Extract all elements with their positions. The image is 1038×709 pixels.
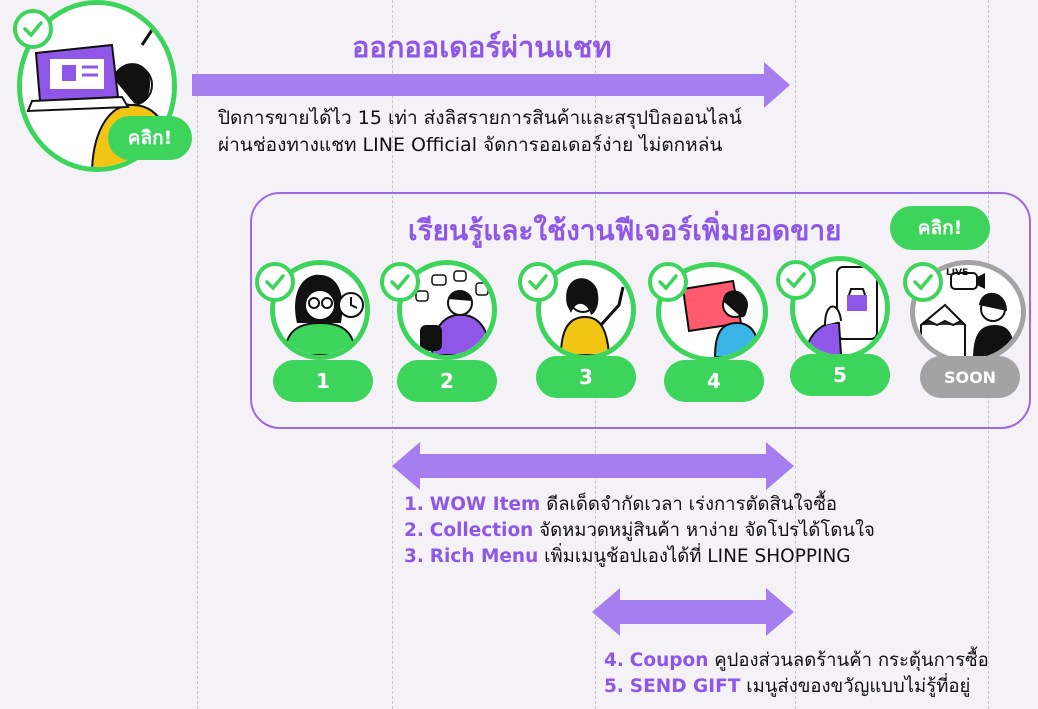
feature-name: Collection (429, 520, 534, 541)
live-badge: LIVE (946, 268, 969, 278)
description-line: ผ่านช่องทางแชท LINE Official จัดการออเดอ… (218, 134, 723, 156)
guide-line (197, 0, 198, 709)
check-icon (518, 262, 558, 302)
features-panel (250, 192, 1031, 429)
check-icon (380, 262, 420, 302)
section-title: ออกออเดอร์ผ่านแชท (352, 30, 612, 64)
features-click-button[interactable]: คลิก! (890, 206, 990, 250)
feature-list-a: 1. WOW Item ดีลเด็ดจำกัดเวลา เร่งการตัดส… (404, 492, 875, 570)
feature-5-illustration[interactable] (790, 256, 890, 360)
list-item: 4. Coupon คูปองส่วนลดร้านค้า กระตุ้นการซ… (604, 650, 989, 671)
click-button[interactable]: คลิก! (108, 116, 192, 160)
check-icon (13, 9, 53, 49)
check-icon (255, 262, 295, 302)
list-item: 2. Collection จัดหมวดหมู่สินค้า หาง่าย จ… (404, 520, 875, 541)
check-icon (776, 260, 816, 300)
feature-name: SEND GIFT (629, 676, 741, 697)
list-item: 1. WOW Item ดีลเด็ดจำกัดเวลา เร่งการตัดส… (404, 494, 838, 515)
check-icon (648, 262, 688, 302)
check-icon (903, 262, 943, 302)
double-arrow-icon (592, 588, 794, 636)
feature-4-button[interactable]: 4 (664, 360, 764, 402)
feature-2-button[interactable]: 2 (397, 360, 497, 402)
features-title: เรียนรู้และใช้งานฟีเจอร์เพิ่มยอดขาย (408, 214, 842, 247)
feature-4-illustration[interactable] (656, 262, 768, 362)
double-arrow-icon (392, 442, 794, 490)
feature-1-illustration[interactable] (270, 260, 370, 360)
feature-name: Coupon (629, 650, 709, 671)
guide-line (795, 0, 796, 709)
soon-button[interactable]: SOON (920, 356, 1020, 398)
list-item: 5. SEND GIFT เมนูส่งของขวัญแบบไม่รู้ที่อ… (604, 676, 971, 697)
arrow-right-icon (192, 62, 790, 108)
list-item: 3. Rich Menu เพิ่มเมนูช้อปเองได้ที่ LINE… (404, 546, 851, 567)
feature-list-b: 4. Coupon คูปองส่วนลดร้านค้า กระตุ้นการซ… (604, 648, 989, 700)
feature-name: WOW Item (429, 494, 541, 515)
feature-5-button[interactable]: 5 (790, 354, 890, 396)
description-line: ปิดการขายได้ไว 15 เท่า ส่งลิสรายการสินค้… (218, 107, 742, 129)
feature-3-button[interactable]: 3 (536, 356, 636, 398)
guide-line (392, 0, 393, 709)
feature-1-button[interactable]: 1 (273, 360, 373, 402)
feature-name: Rich Menu (429, 546, 539, 567)
